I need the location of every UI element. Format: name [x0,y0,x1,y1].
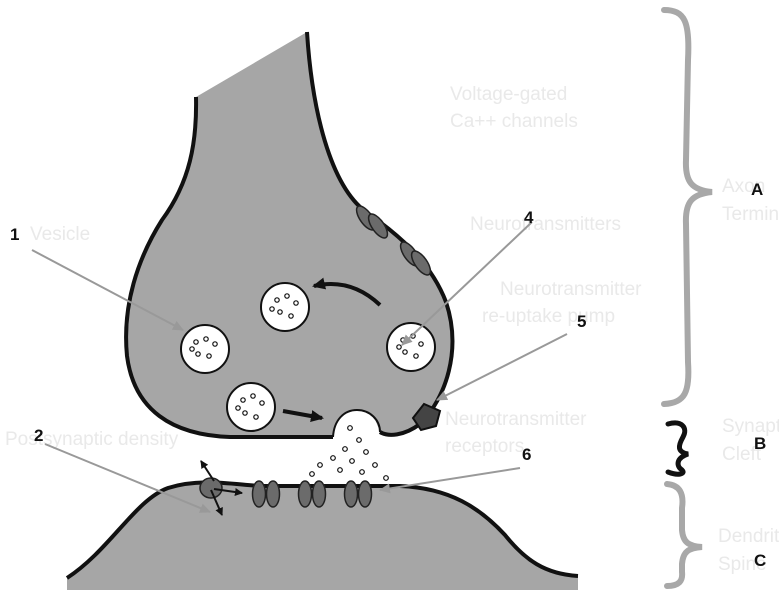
axon-terminal [126,32,452,437]
section-b-label: B [754,434,766,453]
synaptic-cleft-marker [668,423,688,474]
dendritic-spine-brace [667,484,702,586]
label-2: 2 [34,426,43,445]
reuptake-label-2: re-uptake pump [482,306,615,327]
dendrite-label-1: Dendritic [718,526,779,547]
postsynaptic-density-receptor [200,478,222,498]
vesicle [387,323,435,371]
section-c-label: C [754,551,766,570]
cleft-label-1: Synaptic [722,416,779,437]
voltage-gated-label-2: Ca++ channels [450,111,578,132]
voltage-gated-label-1: Voltage-gated [450,84,567,105]
vesicle [181,325,229,373]
receptors-label-2: receptors [445,436,524,457]
reuptake-label-1: Neurotransmitter [500,279,642,300]
vesicle [227,383,275,431]
receptors-label-1: Neurotransmitter [445,409,587,430]
vesicle [261,283,309,331]
label-5: 5 [577,312,586,331]
label-1: 1 [10,225,19,244]
neurotransmitters-label: Neurotransmitters [470,214,621,235]
section-a-label: A [751,180,763,199]
label-4: 4 [524,208,534,227]
postsynaptic-density-label: Postsynaptic density [5,429,179,450]
axon-terminal-brace [664,10,712,404]
axon-label-2: Terminal [722,204,779,225]
label-6: 6 [522,445,531,464]
vesicle-label: Vesicle [30,224,90,245]
